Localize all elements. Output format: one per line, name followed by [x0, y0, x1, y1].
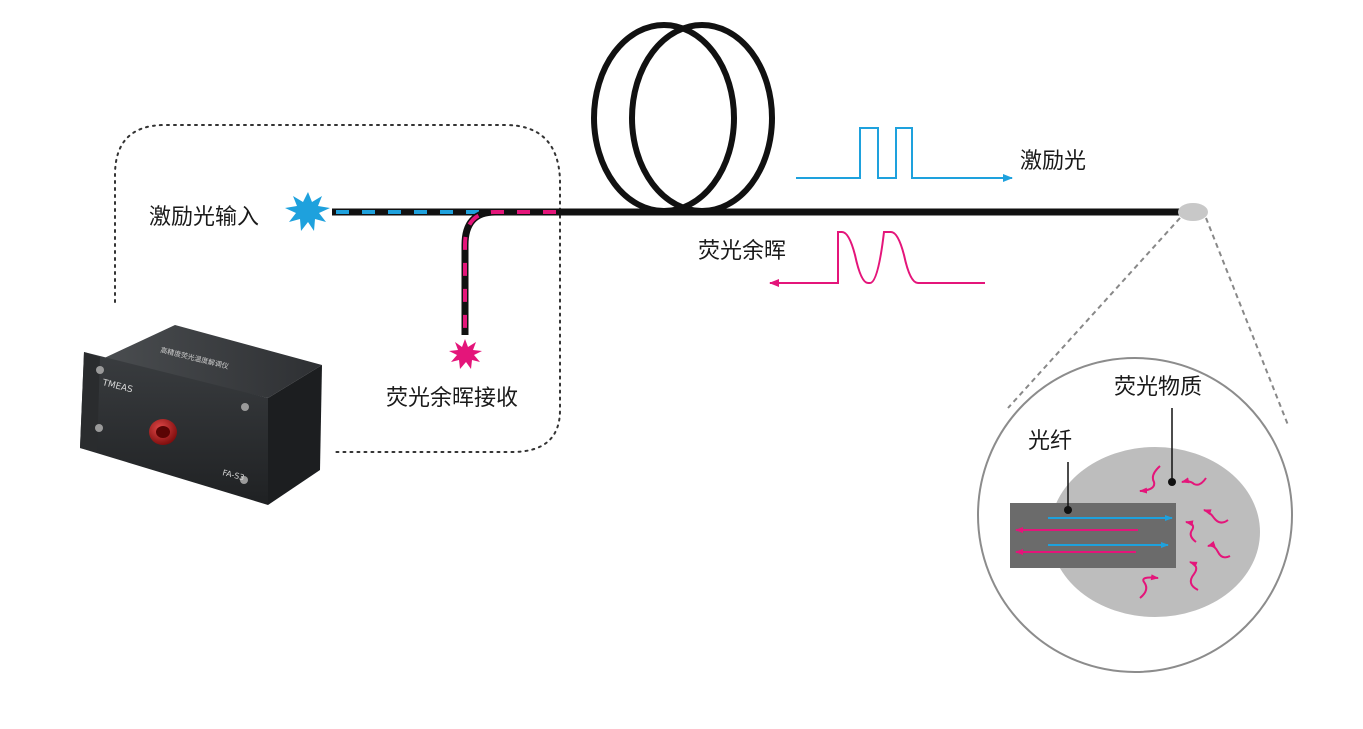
- fluorescence-afterglow-label: 荧光余晖: [698, 239, 786, 264]
- afterglow-receive-star-icon: [449, 339, 482, 369]
- zoom-guide-right: [1205, 217, 1289, 426]
- afterglow-receive-label: 荧光余晖接收: [386, 386, 518, 411]
- fluorescence-dash-overlay: [463, 210, 556, 335]
- excitation-pulse-waveform: [796, 127, 1013, 182]
- branch-fiber: [461, 208, 556, 335]
- probe-zoom-detail: 荧光物质 光纤: [977, 357, 1293, 673]
- fiber-core-block: [1010, 503, 1176, 568]
- device-top: [100, 325, 322, 398]
- demodulator-device: TMEAS FA-S3 高精度荧光温度解调仪: [80, 325, 322, 505]
- zoom-guide-left: [1007, 217, 1181, 409]
- optical-fiber-label: 光纤: [1028, 429, 1072, 454]
- device-side: [268, 365, 322, 505]
- coupler-boundary-dotted: [114, 124, 561, 453]
- fluorescence-afterglow-waveform: [769, 231, 985, 287]
- excitation-input-label: 激励光输入: [149, 205, 259, 230]
- excitation-input-star-icon: [285, 192, 330, 231]
- fiber-coil: [591, 22, 775, 214]
- fluorescent-material-label: 荧光物质: [1114, 375, 1202, 400]
- probe-tip: [1178, 203, 1208, 221]
- excitation-light-label: 激励光: [1020, 149, 1086, 174]
